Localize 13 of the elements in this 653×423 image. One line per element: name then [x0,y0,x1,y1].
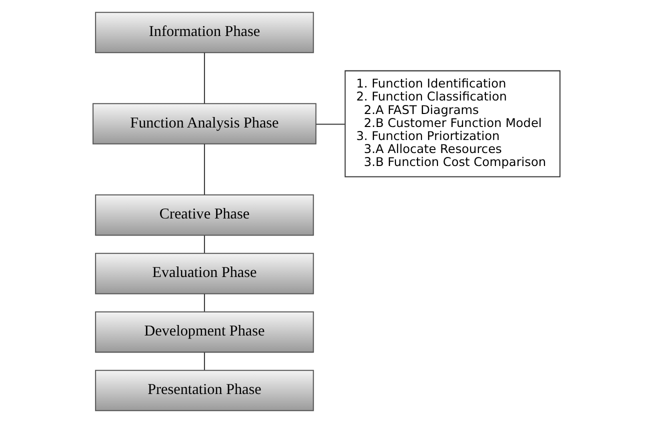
node-box: Creative Phase [95,194,314,236]
node-box: Function Analysis Phase [92,103,316,144]
node-box: 1. Function Identification 2. Function Classification 2.A FAST Diagrams 2.B Customer Function Model 3. Function Priortization 3.A Allocate Resources 3.B Function Cost Comparison [344,70,560,178]
connector [204,52,205,104]
connector [204,236,205,253]
connector [204,294,205,312]
node-box: Information Phase [95,12,314,54]
connector [316,124,345,125]
node-box: Evaluation Phase [95,252,314,294]
connector [204,144,205,195]
node-box: Presentation Phase [95,370,314,412]
node-box: Development Phase [95,311,314,353]
connector [204,352,205,370]
